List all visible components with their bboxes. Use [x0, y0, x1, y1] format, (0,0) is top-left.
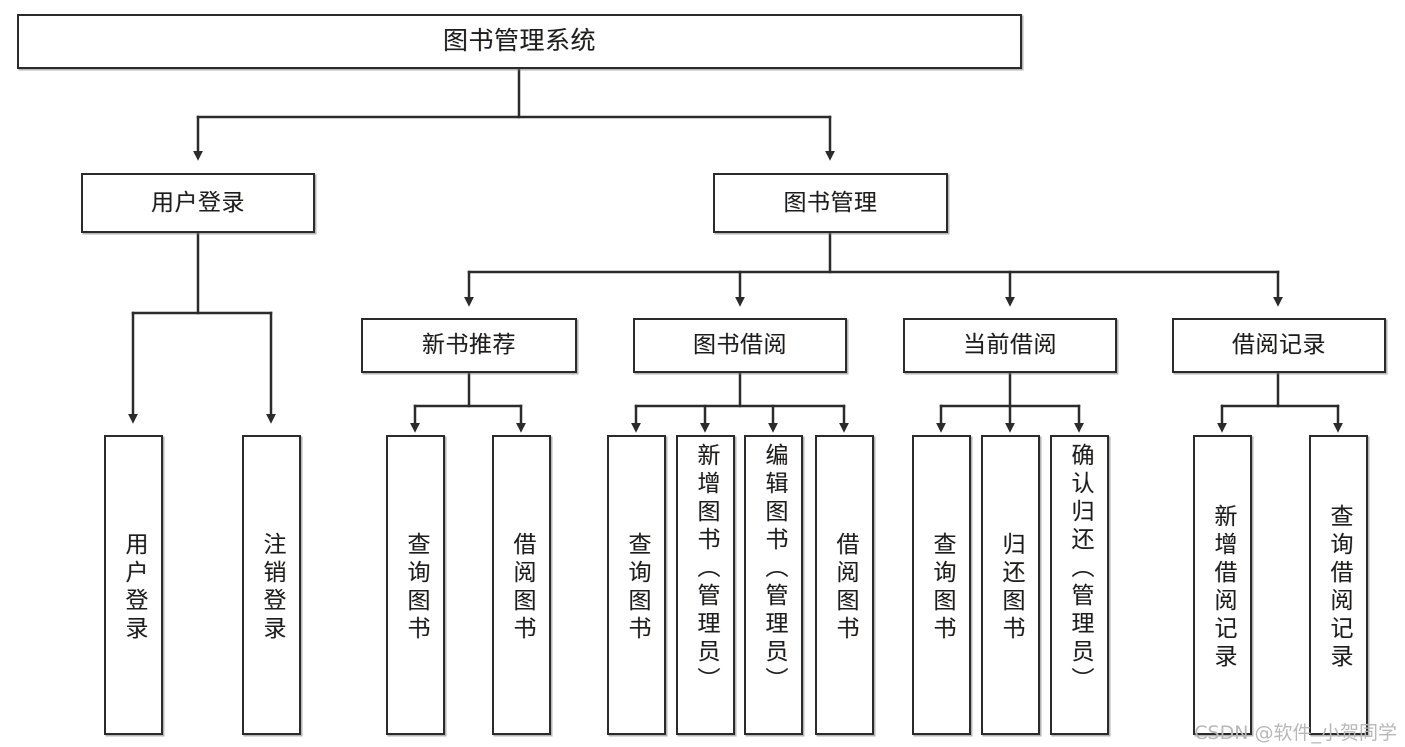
- leaf-label: 查询图书: [929, 532, 955, 644]
- leaf-label: 借阅图书: [509, 532, 535, 644]
- node-borrow-record[interactable]: 借阅记录: [1172, 318, 1386, 373]
- node-new-book-recommendation[interactable]: 新书推荐: [361, 318, 577, 373]
- leaf-query-book-borrow[interactable]: 查询图书: [607, 435, 666, 735]
- leaf-label: 编辑图书（管理员）: [761, 443, 787, 695]
- node-label: 图书管理系统: [442, 26, 596, 56]
- leaf-add-book-admin[interactable]: 新增图书（管理员）: [676, 435, 735, 735]
- leaf-label: 查询借阅记录: [1326, 504, 1352, 672]
- leaf-label: 归还图书: [998, 532, 1024, 644]
- node-label: 图书管理: [783, 189, 878, 216]
- leaf-borrow-book[interactable]: 借阅图书: [815, 435, 874, 735]
- node-current-borrow[interactable]: 当前借阅: [903, 318, 1117, 373]
- node-label: 用户登录: [151, 189, 245, 216]
- leaf-label: 注销登录: [259, 532, 285, 644]
- leaf-query-book-new[interactable]: 查询图书: [386, 435, 445, 735]
- leaf-label: 新增图书（管理员）: [693, 443, 719, 695]
- leaf-query-book-current[interactable]: 查询图书: [912, 435, 971, 735]
- leaf-logout[interactable]: 注销登录: [242, 435, 301, 735]
- leaf-label: 确认归还（管理员）: [1067, 443, 1093, 695]
- node-label: 图书借阅: [693, 332, 787, 359]
- leaf-label: 查询图书: [403, 532, 429, 644]
- node-book-borrow[interactable]: 图书借阅: [633, 318, 847, 373]
- leaf-add-borrow-record[interactable]: 新增借阅记录: [1193, 435, 1252, 735]
- node-root-book-management-system[interactable]: 图书管理系统: [17, 14, 1022, 69]
- node-book-management[interactable]: 图书管理: [713, 173, 948, 233]
- leaf-label: 新增借阅记录: [1210, 504, 1236, 672]
- node-label: 新书推荐: [422, 332, 516, 359]
- node-user-login[interactable]: 用户登录: [81, 173, 315, 233]
- leaf-label: 用户登录: [121, 532, 147, 644]
- leaf-user-login[interactable]: 用户登录: [104, 435, 163, 735]
- node-label: 当前借阅: [963, 332, 1057, 359]
- leaf-confirm-return-admin[interactable]: 确认归还（管理员）: [1050, 435, 1109, 735]
- leaf-label: 查询图书: [624, 532, 650, 644]
- node-label: 借阅记录: [1232, 332, 1326, 359]
- leaf-return-book[interactable]: 归还图书: [981, 435, 1040, 735]
- leaf-borrow-book-new[interactable]: 借阅图书: [492, 435, 551, 735]
- leaf-query-borrow-record[interactable]: 查询借阅记录: [1309, 435, 1368, 735]
- leaf-label: 借阅图书: [832, 532, 858, 644]
- leaf-edit-book-admin[interactable]: 编辑图书（管理员）: [744, 435, 803, 735]
